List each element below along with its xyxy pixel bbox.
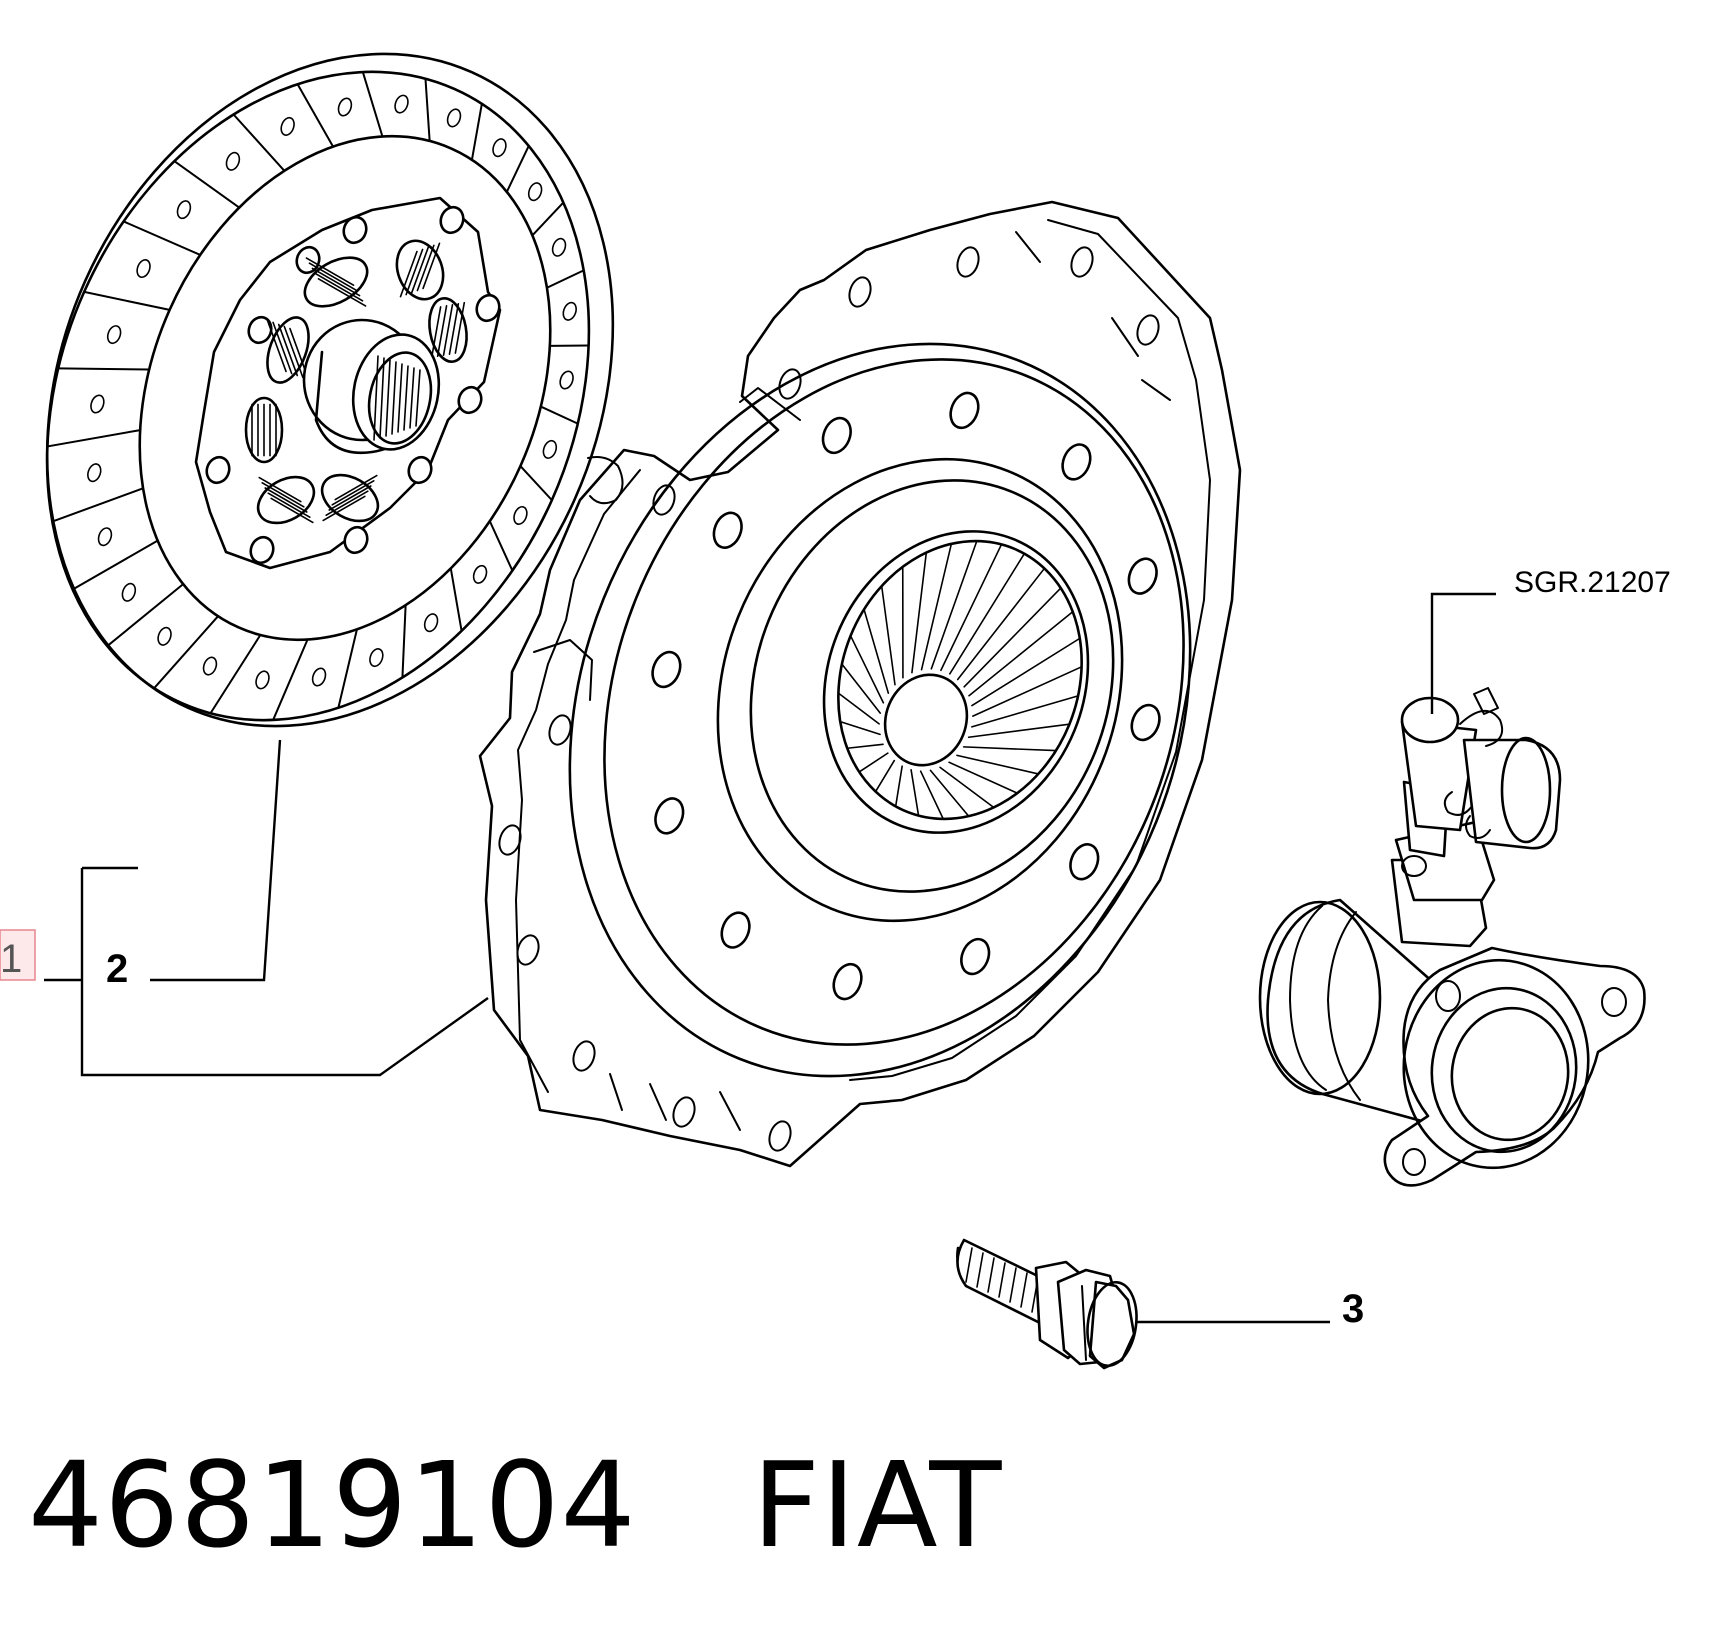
bolt-part bbox=[956, 1238, 1138, 1370]
brand-name: FIAT bbox=[752, 1436, 1003, 1574]
callout-3[interactable]: 3 bbox=[1342, 1287, 1364, 1331]
leader-lines bbox=[44, 592, 1496, 1324]
callout-1-highlight bbox=[0, 929, 36, 981]
release-bearing-part bbox=[1258, 687, 1646, 1187]
reference-label[interactable]: SGR.21207 bbox=[1514, 566, 1671, 599]
callout-2[interactable]: 2 bbox=[106, 947, 128, 991]
callout-1[interactable]: 1 bbox=[0, 937, 22, 981]
part-number: 46819104 bbox=[28, 1436, 637, 1574]
clutch-disc-part bbox=[45, 52, 615, 728]
part-caption: 46819104 FIAT bbox=[28, 1440, 1002, 1570]
pressure-plate-part bbox=[478, 200, 1242, 1168]
callouts: 1 2 3 SGR.21207 bbox=[0, 566, 1671, 1331]
